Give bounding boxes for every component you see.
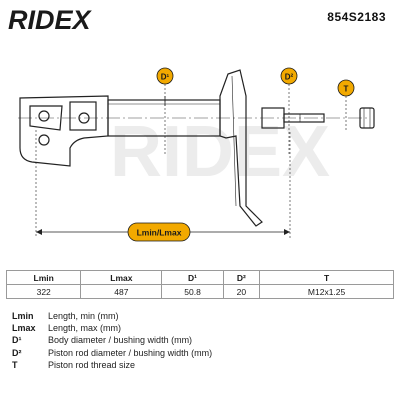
brand-header: RIDEX 854S2183 bbox=[0, 0, 400, 40]
header-d2: D² bbox=[222, 270, 261, 285]
legend-item: D¹ Body diameter / bushing width (mm) bbox=[12, 334, 212, 346]
specs-table: Lmin Lmax D¹ D² T 322 487 50.8 20 M12x1.… bbox=[5, 270, 394, 299]
spring-seat bbox=[219, 69, 263, 227]
header-lmin: Lmin bbox=[5, 270, 82, 285]
callout-t-label: T bbox=[344, 85, 349, 94]
shock-absorber-drawing: RIDEX D¹ bbox=[18, 67, 375, 242]
legend-desc: Piston rod diameter / bushing width (mm) bbox=[48, 347, 213, 358]
header-lmax: Lmax bbox=[80, 270, 163, 285]
legend-desc: Length, max (mm) bbox=[48, 323, 122, 334]
legend-item: T Piston rod thread size bbox=[12, 359, 212, 371]
legend-key: T bbox=[12, 359, 18, 370]
value-lmin: 322 bbox=[5, 284, 82, 299]
callout-d2-label: D² bbox=[285, 73, 294, 82]
legend-desc: Piston rod thread size bbox=[48, 359, 136, 370]
callout-d2: D² bbox=[280, 67, 298, 85]
knuckle-bracket bbox=[19, 95, 109, 167]
length-label: Lmin/Lmax bbox=[137, 228, 182, 238]
callout-d1: D¹ bbox=[156, 67, 174, 85]
legend-key: D² bbox=[12, 347, 22, 358]
legend-item: D² Piston rod diameter / bushing width (… bbox=[12, 347, 212, 359]
logo-text: RIDEX bbox=[8, 5, 93, 34]
legend-key: Lmin bbox=[12, 311, 34, 321]
legend-item: Lmin Length, min (mm) bbox=[12, 310, 212, 322]
specs-header-row: Lmin Lmax D¹ D² T bbox=[5, 270, 394, 285]
value-d1: 50.8 bbox=[161, 284, 224, 299]
value-d2: 20 bbox=[222, 284, 261, 299]
header-d1: D¹ bbox=[161, 270, 224, 285]
legend-key: Lmax bbox=[12, 323, 36, 334]
specs-value-row: 322 487 50.8 20 M12x1.25 bbox=[5, 284, 394, 299]
part-number: 854S2183 bbox=[327, 10, 386, 24]
legend-key: D¹ bbox=[12, 335, 22, 346]
nut-icon bbox=[359, 107, 375, 129]
legend-item: Lmax Length, max (mm) bbox=[12, 322, 212, 334]
legend: Lmin Length, min (mm) Lmax Length, max (… bbox=[12, 310, 212, 371]
ridex-logo: RIDEX bbox=[8, 4, 148, 39]
legend-desc: Body diameter / bushing width (mm) bbox=[48, 335, 193, 346]
value-t: M12x1.25 bbox=[259, 284, 394, 299]
callout-t: T bbox=[337, 79, 355, 97]
length-callout: Lmin/Lmax bbox=[127, 222, 191, 242]
header-t: T bbox=[259, 270, 394, 285]
value-lmax: 487 bbox=[80, 284, 163, 299]
callout-d1-label: D¹ bbox=[161, 73, 170, 82]
piston-rod bbox=[261, 107, 325, 129]
legend-desc: Length, min (mm) bbox=[48, 311, 119, 321]
